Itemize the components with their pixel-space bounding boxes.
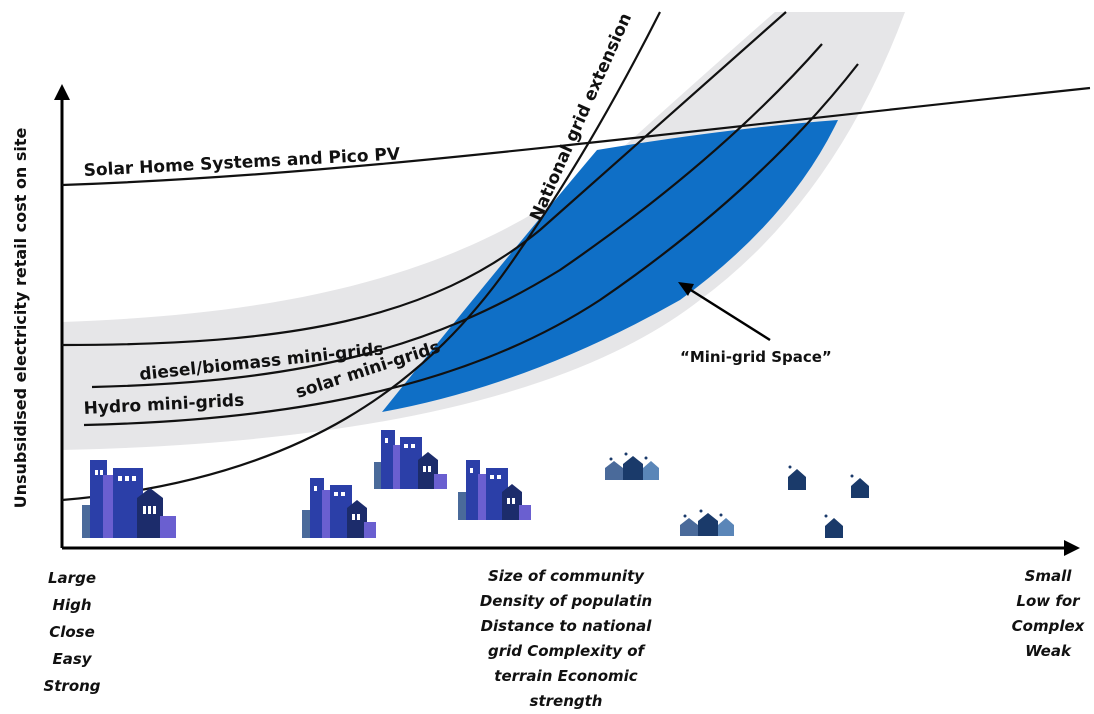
x-right-label: Small	[1025, 567, 1073, 585]
city-icon	[302, 478, 376, 538]
x-axis-middle-labels: Size of community Density of populatin D…	[480, 567, 652, 710]
curves	[61, 11, 1091, 502]
x-left-label: Strong	[43, 677, 100, 695]
x-middle-label: Size of community	[488, 567, 645, 585]
x-axis-arrow	[1064, 540, 1080, 556]
national-grid-curve	[61, 11, 661, 502]
x-middle-label: strength	[530, 692, 603, 710]
x-right-label: Weak	[1025, 642, 1072, 660]
village-icon	[680, 509, 734, 536]
x-middle-label: grid Complexity of	[488, 642, 647, 660]
y-axis-arrow	[54, 84, 70, 100]
city-icon	[374, 430, 447, 489]
x-left-label: Large	[48, 569, 96, 587]
house-icon	[850, 474, 869, 498]
x-axis-right-labels: Small Low for Complex Weak	[1012, 567, 1086, 660]
x-left-label: Close	[49, 623, 95, 641]
x-right-label: Complex	[1012, 617, 1086, 635]
city-icon	[458, 460, 531, 520]
x-middle-label: terrain Economic	[494, 667, 638, 685]
city-icon	[82, 460, 176, 538]
mini-grid-space-label: “Mini-grid Space”	[680, 348, 832, 366]
x-axis-left-labels: Large High Close Easy Strong	[43, 569, 100, 695]
mini-grid-space	[382, 120, 838, 412]
mini-grid-space-arrow	[685, 285, 771, 342]
diesel-curve	[61, 11, 787, 347]
cost-band	[62, 12, 905, 450]
x-middle-label: Distance to national	[481, 617, 653, 635]
x-left-label: High	[52, 596, 91, 614]
x-right-label: Low for	[1016, 592, 1081, 610]
x-left-label: Easy	[52, 650, 92, 668]
shs-curve	[61, 86, 1091, 187]
house-icon	[824, 514, 843, 538]
village-icon	[605, 452, 659, 480]
house-icon	[788, 465, 806, 490]
y-axis-label: Unsubsidised electricity retail cost on …	[11, 127, 30, 508]
x-middle-label: Density of populatin	[480, 592, 652, 610]
hydro-curve	[83, 63, 859, 427]
mini-grid-space-arrowhead	[678, 282, 694, 296]
solar-curve	[91, 43, 823, 389]
